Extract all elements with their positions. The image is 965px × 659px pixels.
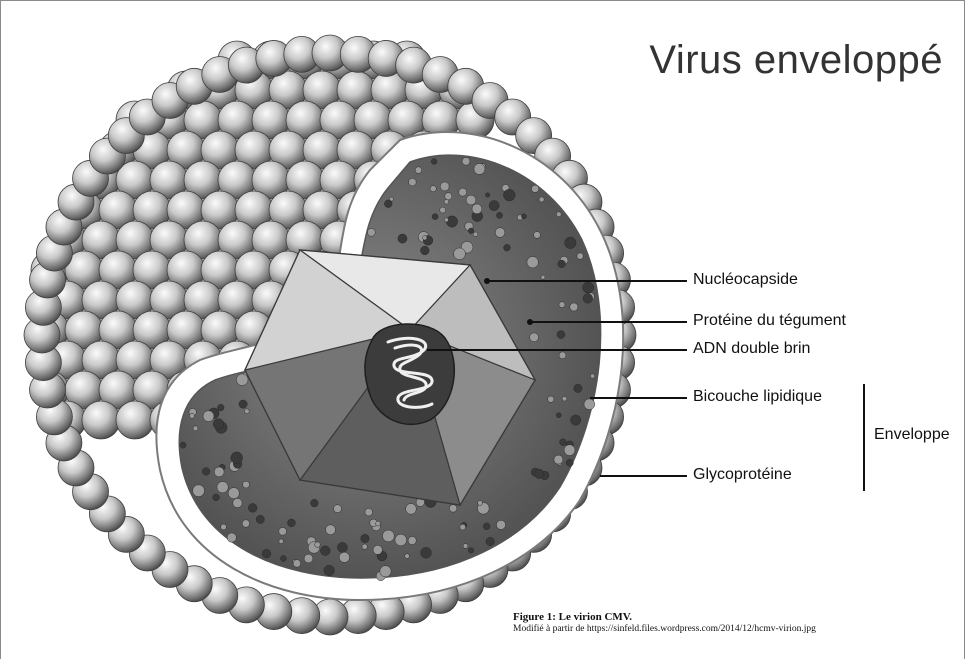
caption-title: Figure 1: Le virion CMV. [513,611,816,623]
figure-caption: Figure 1: Le virion CMV. Modifié à parti… [513,611,816,634]
label-enveloppe: Enveloppe [874,426,950,444]
label-bicouche: Bicouche lipidique [693,388,822,406]
caption-source: Modifié à partir de https://sinfeld.file… [513,624,816,634]
label-adn: ADN double brin [693,340,810,358]
label-nucleocapside: Nucléocapside [693,271,798,289]
label-glycoproteine: Glycoprotéine [693,466,792,484]
page-title: Virus enveloppé [649,38,943,83]
label-tegument: Protéine du tégument [693,312,846,330]
